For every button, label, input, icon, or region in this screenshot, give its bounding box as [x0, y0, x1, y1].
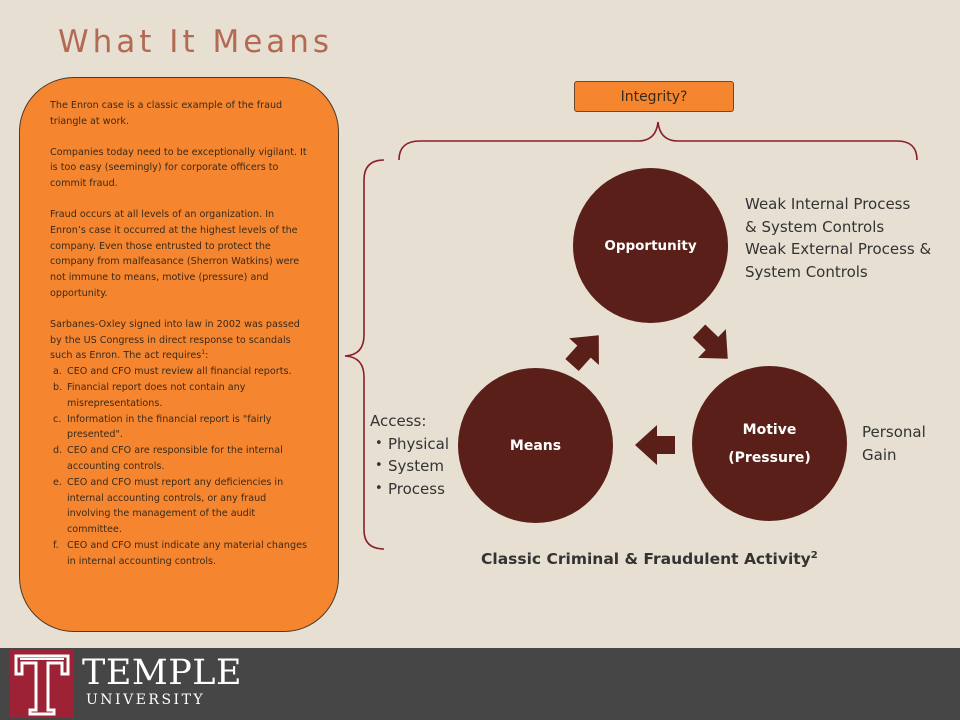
list-item: Physical	[370, 433, 470, 456]
note-line: Weak External Process & System Controls	[745, 240, 932, 281]
paragraph: The Enron case is a classic example of t…	[50, 100, 283, 127]
paragraph-text: Sarbanes-Oxley signed into law in 2002 w…	[50, 318, 300, 362]
page-title: What It Means	[58, 24, 334, 60]
list-marker: b.	[53, 381, 63, 393]
note-line: & System Controls	[745, 217, 885, 236]
logo-wordmark: TEMPLE	[82, 653, 243, 693]
list-marker: c.	[53, 413, 62, 425]
motive-node: Motive (Pressure)	[692, 366, 847, 521]
paragraph: Sarbanes-Oxley signed into law in 2002 w…	[50, 317, 310, 364]
requirements-list: a. CEO and CFO must review all financial …	[50, 364, 310, 569]
means-node: Means	[458, 368, 613, 523]
access-list: Physical System Process	[370, 433, 470, 501]
means-notes: Access: Physical System Process	[370, 410, 470, 500]
opportunity-node: Opportunity	[573, 168, 728, 323]
opportunity-label: Opportunity	[604, 237, 697, 254]
list-item-text: CEO and CFO must indicate any material c…	[67, 539, 307, 567]
list-item: b. Financial report does not contain any …	[50, 380, 310, 412]
paragraph: Fraud occurs at all levels of an organiz…	[50, 208, 300, 299]
explanation-panel: The Enron case is a classic example of t…	[19, 77, 339, 632]
list-item: Process	[370, 478, 470, 501]
list-marker: a.	[53, 366, 62, 378]
list-item-text: Information in the financial report is "…	[67, 413, 272, 441]
logo-subtitle: UNIVERSITY	[86, 692, 206, 708]
list-item: d. CEO and CFO are responsible for the in…	[50, 443, 310, 475]
list-item-text: Financial report does not contain any mi…	[67, 381, 246, 409]
access-label: Access:	[370, 412, 427, 430]
list-item-text: CEO and CFO must review all financial re…	[67, 366, 292, 378]
list-item: System	[370, 455, 470, 478]
list-item-text: CEO and CFO must report any deficiencies…	[67, 476, 284, 536]
list-marker: e.	[53, 476, 62, 488]
left-brace	[344, 159, 385, 550]
opportunity-notes: Weak Internal Process & System Controls …	[745, 193, 945, 283]
arrow-motive-to-means	[635, 425, 675, 465]
top-brace	[398, 121, 918, 161]
footer-bar	[0, 648, 960, 720]
caption-text: Classic Criminal & Fraudulent Activity	[481, 550, 811, 568]
arrow-opportunity-to-motive	[692, 324, 728, 359]
motive-notes: Personal Gain	[862, 423, 926, 464]
list-item: a. CEO and CFO must review all financial …	[50, 364, 310, 380]
list-item: e. CEO and CFO must report any deficienci…	[50, 475, 310, 538]
list-item: c. Information in the financial report is…	[50, 412, 310, 444]
means-label: Means	[509, 437, 562, 454]
list-marker: d.	[53, 445, 63, 457]
note-line: Weak Internal Process	[745, 195, 911, 213]
temple-t-logo-icon	[10, 650, 74, 718]
paragraph-colon: :	[205, 350, 209, 362]
list-item-text: CEO and CFO are responsible for the inte…	[67, 445, 283, 472]
footnote-ref: 2	[810, 549, 818, 561]
list-item: f. CEO and CFO must indicate any material…	[50, 538, 310, 570]
list-marker: f.	[53, 539, 59, 551]
integrity-box: Integrity?	[574, 81, 734, 112]
motive-sublabel: (Pressure)	[728, 449, 811, 466]
paragraph: Companies today need to be exceptionally…	[50, 146, 307, 190]
arrow-means-to-opportunity	[565, 335, 599, 372]
footnote-ref: 1	[201, 349, 206, 357]
motive-label: Motive	[742, 421, 797, 438]
diagram-caption: Classic Criminal & Fraudulent Activity2	[481, 550, 818, 568]
